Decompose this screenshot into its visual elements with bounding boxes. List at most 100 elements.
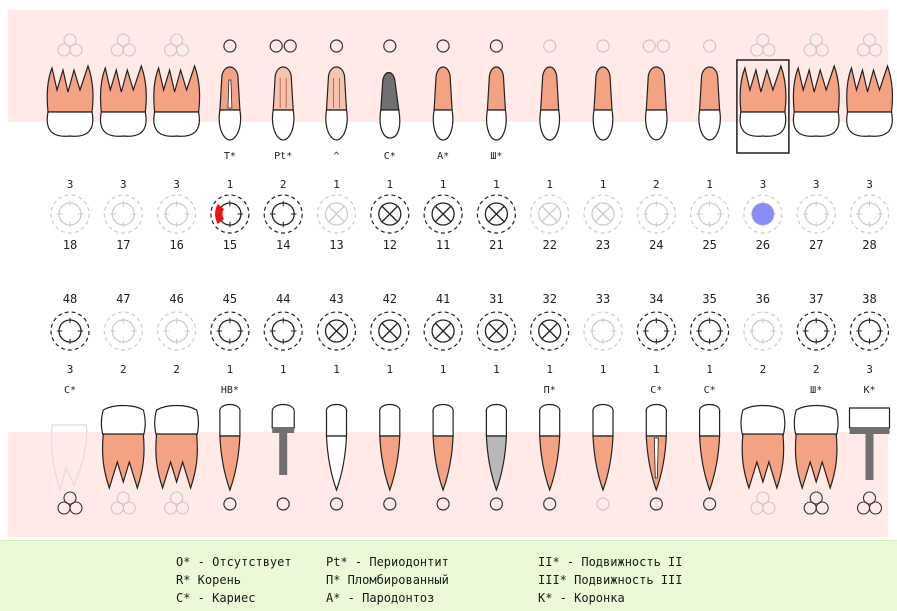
lower-occlusal-45[interactable] (210, 311, 250, 351)
lower-tooth-48[interactable] (50, 424, 88, 493)
upper-status-14: Pt* (274, 151, 292, 162)
upper-tooth-22[interactable] (539, 66, 561, 141)
lower-occlusal-44[interactable] (263, 311, 303, 351)
lower-occlusal-33[interactable] (583, 311, 623, 351)
root-marker-circle (223, 497, 237, 511)
upper-occlusal-16[interactable] (157, 194, 197, 234)
upper-tooth-21[interactable] (486, 66, 507, 141)
upper-occlusal-11[interactable] (423, 194, 463, 234)
lower-tooth-32[interactable] (539, 403, 561, 492)
upper-occlusal-21[interactable] (476, 194, 516, 234)
tooth-crown (154, 404, 200, 437)
upper-tooth-number-23: 23 (596, 238, 610, 252)
lower-tooth-33[interactable] (592, 403, 614, 492)
upper-root-marker-24 (642, 39, 670, 53)
lower-occlusal-42[interactable] (370, 311, 410, 351)
upper-tooth-15[interactable] (218, 66, 242, 141)
upper-tooth-23[interactable] (592, 66, 614, 141)
lower-occlusal-37[interactable] (796, 311, 836, 351)
upper-tooth-number-22: 22 (542, 238, 556, 252)
upper-tooth-13[interactable] (325, 66, 348, 141)
upper-occlusal-25[interactable] (689, 194, 730, 234)
lower-occlusal-47[interactable] (103, 311, 143, 351)
upper-occlusal-22[interactable] (530, 194, 570, 234)
tooth-crown (792, 111, 840, 137)
upper-tooth-17[interactable] (99, 64, 147, 137)
upper-tooth-number-12: 12 (383, 238, 397, 252)
selected-tooth-frame[interactable] (736, 59, 790, 154)
lower-occlusal-41[interactable] (423, 311, 463, 351)
lower-occlusal-46[interactable] (157, 311, 197, 351)
lower-code-32: 1 (546, 363, 553, 376)
upper-occlusal-17[interactable] (103, 194, 143, 234)
occlusal-outer (316, 194, 357, 234)
upper-tooth-26[interactable] (739, 64, 787, 137)
lower-occlusal-35[interactable] (689, 311, 730, 351)
upper-tooth-14[interactable] (271, 66, 295, 141)
upper-status-11: A* (437, 151, 449, 162)
upper-tooth-25[interactable] (698, 66, 721, 141)
lower-tooth-36[interactable] (740, 404, 786, 490)
lower-tooth-35[interactable] (698, 403, 721, 492)
tooth-crown (219, 403, 241, 437)
upper-tooth-24[interactable] (645, 66, 668, 141)
upper-occlusal-18[interactable] (50, 194, 90, 234)
lower-occlusal-31[interactable] (476, 311, 516, 351)
tooth-crown (645, 403, 667, 437)
lower-occlusal-48[interactable] (50, 311, 90, 351)
tooth-crown (153, 111, 200, 137)
lower-tooth-31[interactable] (485, 403, 508, 492)
lower-occlusal-43[interactable] (316, 311, 357, 351)
upper-tooth-16[interactable] (153, 64, 201, 137)
upper-tooth-27[interactable] (792, 64, 840, 137)
occlusal-outer (423, 194, 463, 234)
occlusal-outer (157, 194, 197, 234)
occlusal-cross (434, 322, 452, 340)
lower-tooth-47[interactable] (100, 404, 146, 490)
lower-occlusal-34[interactable] (636, 311, 676, 351)
lower-tooth-43[interactable] (325, 403, 348, 492)
lower-tooth-46[interactable] (154, 404, 200, 490)
root-marker-circle (756, 33, 770, 47)
lower-tooth-34[interactable] (645, 403, 667, 492)
lower-root-marker-41 (436, 497, 450, 511)
lower-root-marker-34 (649, 497, 663, 511)
occlusal-outer (210, 311, 250, 351)
upper-occlusal-28[interactable] (849, 194, 890, 234)
lower-tooth-38[interactable] (848, 407, 891, 480)
lower-tooth-37[interactable] (793, 404, 839, 490)
upper-occlusal-27[interactable] (796, 194, 836, 234)
lower-occlusal-36[interactable] (743, 311, 783, 351)
lower-occlusal-38[interactable] (849, 311, 890, 351)
tooth-crown (740, 404, 786, 437)
legend-panel: O* - Отсутствует Pt* - Периодонтит II* -… (0, 540, 897, 611)
occlusal-cross (594, 205, 612, 223)
upper-occlusal-12[interactable] (370, 194, 410, 234)
lower-occlusal-32[interactable] (530, 311, 570, 351)
upper-code-21: 1 (493, 178, 500, 191)
upper-tooth-11[interactable] (432, 66, 454, 141)
upper-root-marker-15 (223, 39, 237, 53)
lower-tooth-41[interactable] (432, 403, 454, 492)
upper-tooth-12[interactable] (379, 71, 401, 139)
occlusal-inner (324, 319, 349, 343)
upper-occlusal-13[interactable] (316, 194, 357, 234)
lower-status-35: C* (704, 385, 716, 396)
occlusal-outer (157, 311, 197, 351)
upper-tooth-28[interactable] (846, 64, 894, 137)
lower-tooth-44[interactable] (271, 403, 295, 476)
upper-code-13: 1 (333, 178, 340, 191)
upper-occlusal-14[interactable] (263, 194, 303, 234)
upper-occlusal-24[interactable] (636, 194, 676, 234)
occlusal-outer (103, 194, 143, 234)
upper-occlusal-23[interactable] (583, 194, 623, 234)
upper-tooth-18[interactable] (46, 64, 94, 137)
tooth-root (379, 435, 401, 492)
upper-status-13: ^ (333, 151, 339, 162)
lower-tooth-45[interactable] (219, 403, 241, 492)
occlusal-cross (487, 205, 505, 223)
root-marker-circle (543, 39, 557, 53)
lower-tooth-42[interactable] (379, 403, 401, 492)
upper-tooth-number-24: 24 (649, 238, 663, 252)
occlusal-outer (636, 311, 676, 351)
